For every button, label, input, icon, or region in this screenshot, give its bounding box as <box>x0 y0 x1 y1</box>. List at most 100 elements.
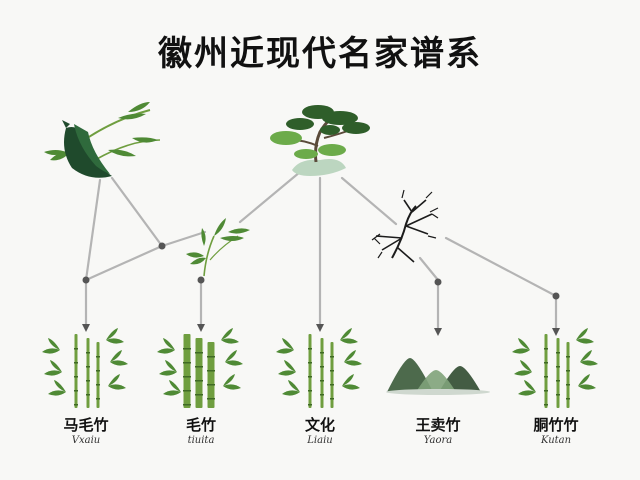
bamboo-leaf <box>282 390 300 396</box>
bamboo-node <box>330 370 334 372</box>
mountain-peak <box>387 358 433 392</box>
bamboo-node <box>566 370 570 372</box>
leaf-romanization: tiuita <box>187 435 215 446</box>
bamboo-node <box>183 376 191 378</box>
bamboo-node <box>207 370 215 372</box>
bamboo-node <box>207 356 215 358</box>
bamboo-leaf <box>340 338 358 344</box>
bamboo-node <box>544 404 548 406</box>
arrowhead <box>197 324 205 332</box>
bamboo-node <box>195 394 203 396</box>
bamboo-leaf <box>580 350 592 362</box>
bamboo-node <box>183 404 191 406</box>
bamboo-leaf <box>580 360 598 366</box>
bamboo-leaf <box>576 338 594 344</box>
bamboo-leaf <box>110 360 128 366</box>
bamboo-leaf <box>225 360 243 366</box>
arrowhead <box>82 324 90 332</box>
connector-branch-to-young-bamboo <box>160 230 207 248</box>
leaf-name: 王卖竹 <box>415 416 461 434</box>
bamboo-node <box>74 362 78 364</box>
bamboo-node <box>308 362 312 364</box>
bamboo-leaf <box>157 348 175 354</box>
bamboo-stem <box>308 334 312 408</box>
bamboo-stem <box>96 342 100 408</box>
bamboo-leaf <box>288 380 300 392</box>
bamboo-leaf <box>106 328 118 340</box>
bamboo-leaf <box>278 370 296 376</box>
arrowheads <box>82 324 560 336</box>
bamboo-node <box>320 380 324 382</box>
bamboo-node <box>74 390 78 392</box>
bamboo-leaf <box>514 370 532 376</box>
leaf-romanization: Kutan <box>540 435 572 446</box>
bamboo-leaf <box>524 380 536 392</box>
bamboo-node <box>74 348 78 350</box>
bamboo-leaf <box>221 338 239 344</box>
bamboo-stem <box>566 342 570 408</box>
connector-pine-to-ink-pine <box>340 176 398 226</box>
connector-ink-pine-to-leaf5 <box>444 236 558 298</box>
bamboo-node <box>556 394 560 396</box>
bamboo-node <box>195 352 203 354</box>
bamboo-node <box>308 390 312 392</box>
bamboo-node <box>96 370 100 372</box>
bamboo-leaf <box>223 384 241 390</box>
leaf-name: 文化 <box>304 416 335 434</box>
young-bamboo-icon <box>186 218 250 277</box>
junction-dot <box>158 242 166 250</box>
bamboo-node <box>320 352 324 354</box>
bamboo-leaf <box>344 350 356 362</box>
bamboo-leaf <box>576 328 588 340</box>
bamboo-stem <box>86 338 90 408</box>
bamboo-leaf <box>284 360 296 372</box>
pine-tree-icon <box>270 105 370 176</box>
leaf-5-bamboo-icon <box>512 328 598 408</box>
bamboo-leaf <box>42 348 60 354</box>
bamboo-leaf <box>221 328 233 340</box>
bamboo-leaf <box>48 338 60 350</box>
bamboo-stem <box>207 342 215 408</box>
bamboo-node <box>207 398 215 400</box>
leaf-4-mountain-icon <box>386 358 490 395</box>
leaf-2-thick-bamboo-icon <box>157 328 243 408</box>
bamboo-leaf <box>225 350 237 362</box>
bamboo-node <box>183 348 191 350</box>
mountain-mist <box>386 389 490 395</box>
bamboo-node <box>566 398 570 400</box>
bamboo-node <box>183 362 191 364</box>
junction-dot <box>197 276 205 284</box>
bamboo-leaf <box>518 390 536 396</box>
connector-inkbamboo-to-leaf1 <box>84 178 102 282</box>
bamboo-leaf <box>110 350 122 362</box>
bamboo-node <box>556 352 560 354</box>
bamboo-leaf <box>520 360 532 372</box>
ink-pine-icon <box>371 189 439 263</box>
leaf-name: 胴竹竹 <box>533 416 579 434</box>
bamboo-node <box>74 404 78 406</box>
connector-inkbamboo-to-branch <box>110 176 164 248</box>
leaf-name: 毛竹 <box>185 416 216 434</box>
bamboo-node <box>544 362 548 364</box>
connector-ink-pine-to-leaf4 <box>418 256 440 282</box>
bamboo-node <box>308 404 312 406</box>
leaf-romanization: Yaora <box>423 435 453 446</box>
bamboo-node <box>544 348 548 350</box>
bamboo-leaf <box>108 374 120 386</box>
bamboo-leaf <box>106 338 124 344</box>
bamboo-node <box>195 366 203 368</box>
bamboo-node <box>96 356 100 358</box>
bamboo-node <box>183 390 191 392</box>
bamboo-node <box>195 380 203 382</box>
bamboo-node <box>320 366 324 368</box>
bamboo-node <box>556 380 560 382</box>
bamboo-node <box>566 384 570 386</box>
bamboo-node <box>86 380 90 382</box>
bamboo-leaf <box>108 384 126 390</box>
junction-dot <box>434 278 442 286</box>
arrowhead <box>552 328 560 336</box>
